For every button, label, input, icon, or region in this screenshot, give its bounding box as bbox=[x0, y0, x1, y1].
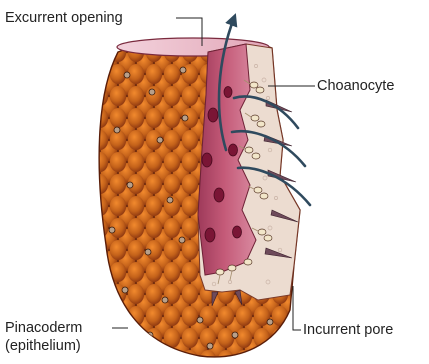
pinacoderm-label: Pinacoderm bbox=[5, 320, 82, 337]
choanocyte-label: Choanocyte bbox=[317, 78, 394, 95]
incurrent-pore-leader bbox=[293, 286, 301, 330]
excurrent-opening-label: Excurrent opening bbox=[5, 10, 123, 27]
incurrent-pore-label: Incurrent pore bbox=[303, 322, 393, 339]
pinacoderm-sublabel: (epithelium) bbox=[5, 338, 81, 355]
